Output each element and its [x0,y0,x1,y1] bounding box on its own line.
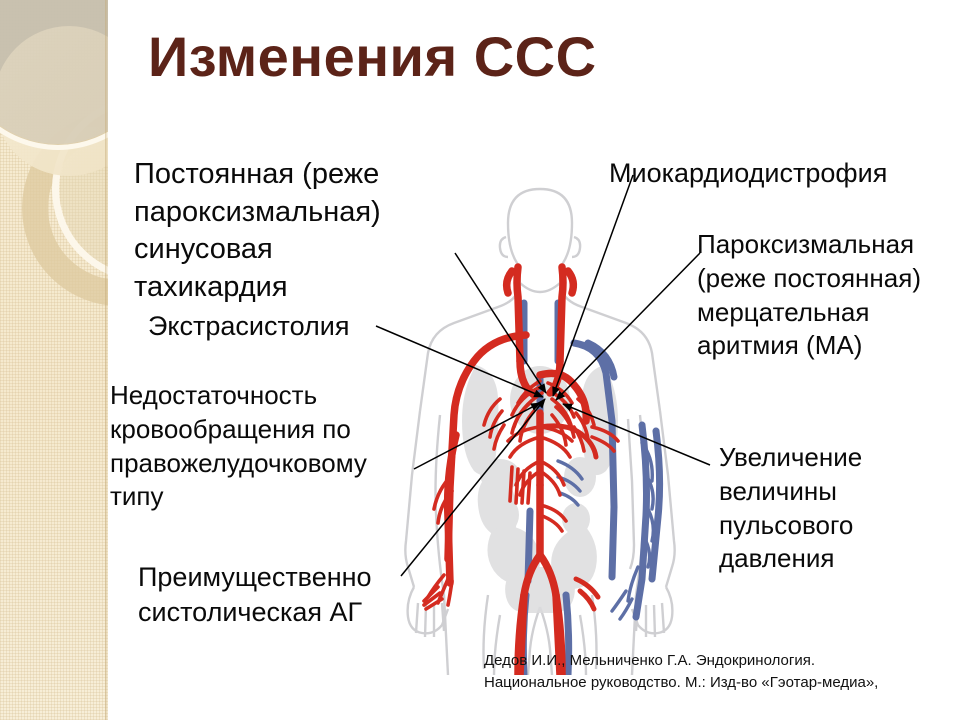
label-circulatory-insufficiency: Недостаточность кровообращения по правож… [110,380,367,512]
circulatory-system-figure [380,175,700,675]
page-title: Изменения ССС [148,25,597,88]
label-myocardiodystrophy: Миокардиодистрофия [609,158,888,188]
sidebar-edge [105,0,108,720]
label-systolic-hypertension: Преимущественно систолическая АГ [138,562,372,628]
label-pulse-pressure: Увеличение величины пульсового давления [719,442,863,574]
label-sinus-tachycardia: Постоянная (реже пароксизмальная) синусо… [134,158,381,304]
label-atrial-fibrillation: Пароксизмальная (реже постоянная) мерцат… [697,229,921,361]
decorative-sidebar [0,0,108,720]
label-extrasystole: Экстрасистолия [148,311,350,341]
sidebar-ring-top [0,0,108,150]
source-citation: Дедов И.И., Мельниченко Г.А. Эндокриноло… [484,652,879,691]
